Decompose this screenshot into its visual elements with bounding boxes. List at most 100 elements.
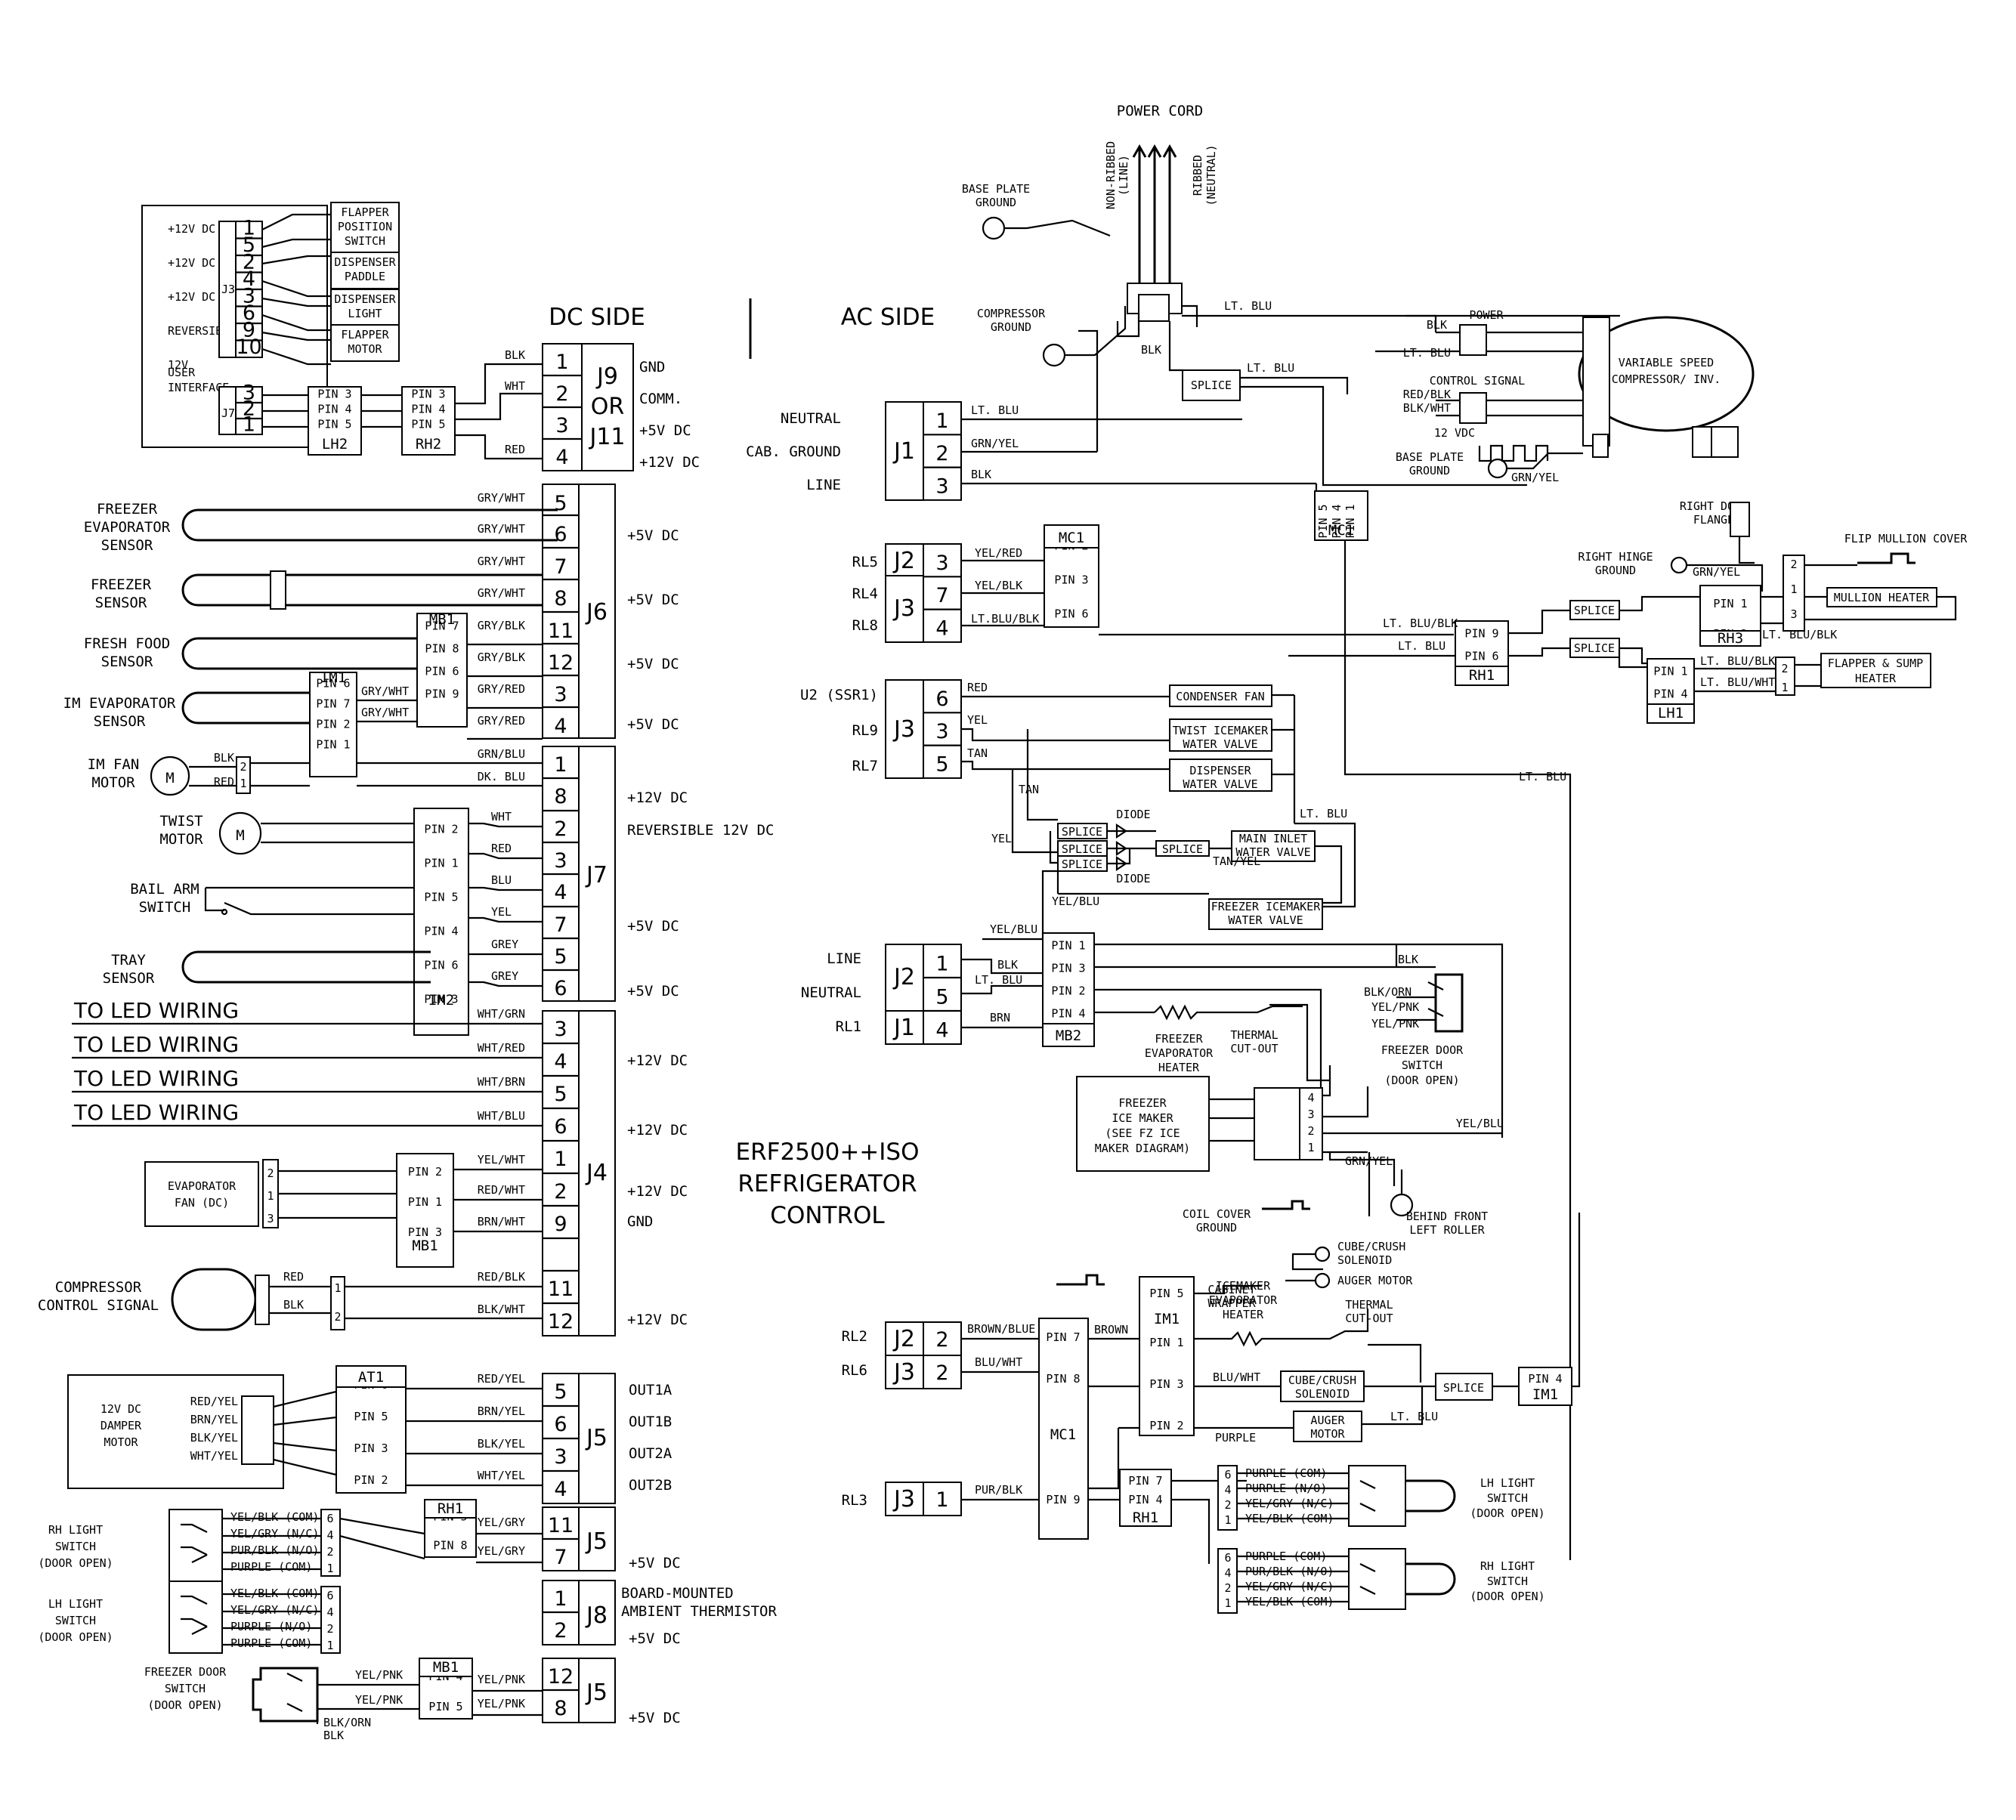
rh-light-switch-ac — [1348, 1548, 1406, 1610]
wire-label: GRY/WHT — [478, 491, 525, 505]
cutout-label: THERMAL — [1345, 1298, 1393, 1312]
j7-block — [578, 746, 616, 1002]
wire-label: LT. BLU — [1390, 1410, 1438, 1423]
j3-pins-pin: 3 — [243, 285, 255, 308]
cutout-label: THERMAL — [1230, 1028, 1278, 1042]
mc1-mid-connector-pin: PIN 3 — [1054, 573, 1088, 586]
wire-label: GREY — [491, 969, 518, 983]
wire-label: YEL/RED — [975, 546, 1022, 560]
ui-device-label: POSITION — [338, 220, 392, 233]
dc-side-label: DC SIDE — [549, 304, 645, 331]
control-pulse — [1478, 444, 1549, 462]
plug-pin: 2 — [1224, 1498, 1231, 1512]
wire-label: GRN/YEL — [1511, 471, 1559, 484]
at1-connector-pin: PIN 2 — [354, 1473, 388, 1487]
wire-label: LT. BLU/BLK — [1383, 616, 1458, 630]
valve-label: WATER VALVE — [1235, 845, 1310, 859]
device-label: SWITCH — [165, 1682, 206, 1695]
mb1-top-connector-title: MB1 — [429, 611, 455, 628]
damper-lead: BLK/YEL — [190, 1431, 238, 1445]
flip-mullion-symbol — [1857, 552, 1916, 564]
ground-label: COIL COVER — [1183, 1207, 1251, 1221]
plug-pin: 1 — [1790, 582, 1797, 596]
rh3-name: RH3 — [1718, 630, 1743, 647]
ground-label: GROUND — [991, 320, 1031, 334]
plug-pin: 1 — [334, 1281, 341, 1295]
im1-left-connector-pin: PIN 1 — [316, 737, 350, 751]
rh-dc-wires — [222, 1517, 321, 1571]
wire-label: LT. BLU — [1224, 299, 1272, 313]
sensor-label: FRESH FOOD — [84, 635, 170, 652]
mb1-bot-title — [419, 1658, 473, 1677]
wire-label: LT. BLU — [1403, 346, 1451, 360]
j5-name: J5 — [585, 1528, 608, 1555]
j9-pins-pin: 1 — [555, 351, 568, 374]
wire-label: BLK — [971, 468, 991, 481]
plug-pin: 2 — [240, 760, 246, 774]
j5-pin: 12 — [548, 1665, 574, 1689]
j3-pins-pin: 10 — [236, 335, 261, 359]
ac-j1-pins-pin: 2 — [935, 442, 948, 465]
j8-label: AMBIENT THERMISTOR — [621, 1603, 777, 1620]
ac-j-name: J2 — [892, 548, 915, 574]
splice-label: SPLICE — [1062, 825, 1102, 839]
ac-j3-pin2 — [923, 1482, 962, 1516]
wire-label: YEL/PNK — [478, 1697, 525, 1710]
ground-label: FLANGE — [1693, 513, 1734, 527]
device-label: (DOOR OPEN) — [1384, 1074, 1459, 1087]
wire-label: BLU — [491, 873, 512, 887]
ac-j-name: J1 — [892, 438, 915, 465]
wire-label: YEL/PNK — [355, 1668, 403, 1682]
device-label: LH LIGHT — [48, 1597, 103, 1611]
wire-label: BLU/WHT — [1213, 1370, 1260, 1384]
relay-label: RL3 — [842, 1492, 867, 1509]
j9-signal: COMM. — [639, 391, 682, 407]
solenoid-label: CUBE/CRUSH — [1337, 1240, 1405, 1253]
rh-ac-wires — [1237, 1555, 1376, 1603]
j4-supply: GND — [627, 1213, 653, 1230]
at1-title-box — [335, 1365, 407, 1388]
device-label: EVAPORATOR — [168, 1179, 237, 1193]
rh3-title — [1699, 630, 1761, 647]
j8-supply: +5V DC — [629, 1630, 681, 1647]
mb2-title — [1042, 1023, 1095, 1047]
diagram-title: ERF2500++ISO — [735, 1139, 919, 1166]
j5-pin: 11 — [548, 1514, 574, 1537]
lh1-title — [1647, 703, 1695, 724]
j5-output: OUT1B — [629, 1414, 672, 1430]
valve-label: MAIN INLET — [1239, 832, 1307, 845]
j6-pin: 11 — [548, 620, 574, 643]
lh-light-switch-dc-contacts — [181, 1595, 208, 1635]
rh1-right-connector-pin: PIN 6 — [1464, 650, 1498, 663]
mb1-mid-connector-pin: PIN 3 — [408, 1225, 442, 1239]
compressor-foot — [1711, 426, 1739, 458]
im-fan-wires — [189, 762, 310, 787]
j7-supply: +5V DC — [627, 918, 679, 935]
rh1-name: RH1 — [1469, 667, 1495, 684]
ac-j23-pins-pin: 7 — [935, 584, 948, 607]
device-label: FREEZER DOOR — [1381, 1043, 1464, 1057]
j5-pin: 5 — [554, 1380, 567, 1404]
j3-name: J3 — [221, 283, 235, 296]
ui-supply: +12V DC — [168, 256, 215, 270]
im2-connector-title: IM2 — [428, 992, 454, 1009]
switch-lead: YEL/GRY (N/C) — [230, 1527, 319, 1540]
j4-pin: 9 — [554, 1213, 567, 1236]
wire-label: BLK — [214, 751, 234, 765]
rh-light-switch-dc — [169, 1509, 223, 1582]
device-label: BAIL ARM — [130, 881, 199, 898]
j9-signal: +12V DC — [639, 454, 700, 471]
freezer-valve-feed — [1056, 871, 1209, 895]
plug-pin: 2 — [267, 1166, 274, 1180]
rh1-right-connector-pin: PIN 9 — [1464, 627, 1498, 641]
ui-device-label: FLAPPER — [341, 205, 389, 219]
wire-label: LT. BLU — [971, 403, 1019, 417]
compressor-ground-wire — [1507, 452, 1583, 470]
j5-output: OUT2B — [629, 1477, 672, 1494]
device-label: (DOOR OPEN) — [38, 1630, 113, 1644]
ground-label: CABINET — [1207, 1283, 1255, 1296]
freezer-sensor-plug — [270, 570, 286, 610]
rh1-title-box — [424, 1499, 477, 1519]
j8-block — [578, 1580, 616, 1645]
load-return — [1272, 694, 1296, 823]
